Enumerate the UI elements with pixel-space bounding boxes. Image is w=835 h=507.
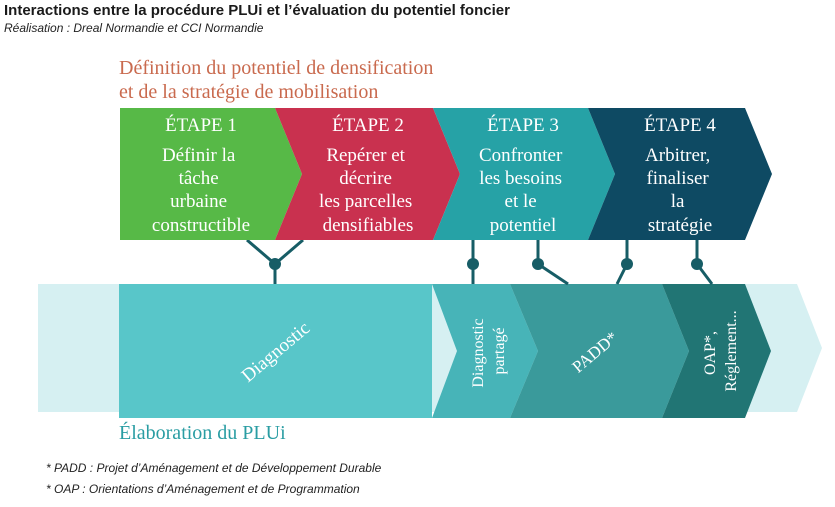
connector-node-1 — [269, 258, 281, 270]
connector-etape-3-padd-diag — [537, 262, 569, 286]
step-1-line-1: Définir la — [162, 145, 236, 166]
connector-nodes — [269, 258, 703, 270]
phase-label-diagnostic-partage: Diagnostic partagé — [470, 314, 508, 387]
step-2-line-4: densifiables — [323, 215, 414, 236]
connector-node-2 — [467, 258, 479, 270]
phase-label-diagnostic-partage-line-1: Diagnostic — [470, 318, 487, 387]
step-3-chevron — [433, 108, 615, 240]
step-4-line-1: Arbitrer, — [645, 145, 710, 166]
definition-line-1: Définition du potentiel de densification — [119, 57, 434, 79]
step-4-line-4: stratégie — [648, 215, 712, 236]
phase-label-oap: OAP*, Réglement... — [702, 310, 740, 391]
step-4-label: ÉTAPE 4 — [644, 114, 716, 136]
phase-oap — [662, 284, 771, 418]
step-3-line-1: Confronter — [479, 145, 563, 166]
step-3-description: Confronter les besoins et le potentiel — [479, 145, 567, 236]
phase-label-oap-line-2: Réglement... — [723, 310, 740, 391]
footnote-oap: * OAP : Orientations d’Aménagement et de… — [46, 482, 360, 496]
step-4-chevron — [588, 108, 772, 240]
connector-node-3 — [532, 258, 544, 270]
phase-label-oap-line-1: OAP*, — [702, 331, 719, 375]
footnote-padd: * PADD : Projet d’Aménagement et de Déve… — [46, 461, 382, 475]
step-3-line-2: les besoins — [479, 168, 562, 189]
step-2-chevron — [275, 108, 460, 240]
definition-heading: Définition du potentiel de densification… — [119, 56, 433, 104]
step-2-line-2: décrire — [339, 168, 392, 189]
connector-node-4 — [621, 258, 633, 270]
step-1-line-2: tâche — [179, 168, 219, 189]
plui-heading: Élaboration du PLUi — [119, 422, 286, 444]
page-title: Interactions entre la procédure PLUi et … — [4, 2, 510, 19]
step-4-description: Arbitrer, finaliser la stratégie — [645, 145, 715, 236]
step-2-description: Repérer et décrire les parcelles densifi… — [319, 145, 417, 236]
step-4-line-3: la — [671, 191, 685, 212]
phase-label-diagnostic-partage-line-2: partagé — [491, 327, 508, 374]
phase-diagnostic-partage — [432, 284, 538, 418]
connectors — [246, 238, 714, 286]
definition-line-2: et de la stratégie de mobilisation — [119, 81, 379, 103]
step-1-line-4: constructible — [152, 215, 250, 236]
phase-diagnostic — [119, 284, 432, 418]
step-3-label: ÉTAPE 3 — [487, 114, 559, 136]
page-subtitle: Réalisation : Dreal Normandie et CCI Nor… — [4, 21, 264, 35]
step-2-line-3: les parcelles — [319, 191, 412, 212]
step-4-line-2: finaliser — [646, 168, 709, 189]
step-1-description: Définir la tâche urbaine constructible — [152, 145, 250, 236]
step-1-line-3: urbaine — [170, 191, 227, 212]
phase-padd — [510, 284, 689, 418]
step-2-line-1: Repérer et — [326, 145, 405, 166]
step-3-line-4: potentiel — [490, 215, 556, 236]
step-1-chevron — [120, 108, 302, 240]
step-1-label: ÉTAPE 1 — [165, 114, 237, 136]
connector-node-5 — [691, 258, 703, 270]
step-2-label: ÉTAPE 2 — [332, 114, 404, 136]
step-3-line-3: et le — [505, 191, 537, 212]
